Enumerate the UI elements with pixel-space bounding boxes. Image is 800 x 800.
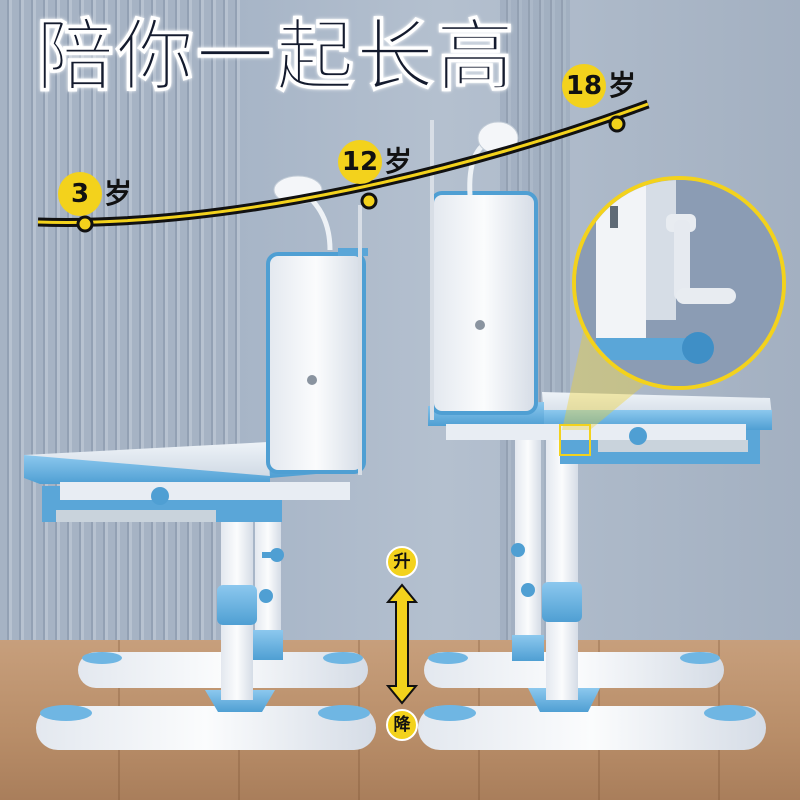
lower-label: 降 [386, 709, 418, 741]
raise-label: 升 [386, 546, 418, 578]
age-unit: 岁 [104, 176, 133, 210]
wall-panel-left [0, 0, 240, 660]
growth-curve [37, 99, 650, 233]
age-number: 3 [58, 172, 102, 216]
height-adjust: 升 降 [380, 543, 424, 743]
age-number: 12 [338, 140, 382, 184]
height-arrow-icon [385, 583, 419, 705]
desk-high [418, 120, 772, 750]
age-number: 18 [562, 64, 606, 108]
crank-handle-zoom [572, 176, 786, 390]
age-unit: 岁 [384, 144, 413, 178]
page-title: 陪你一起长高 [35, 12, 517, 102]
desk-low [24, 175, 376, 750]
age-unit: 岁 [608, 68, 637, 102]
